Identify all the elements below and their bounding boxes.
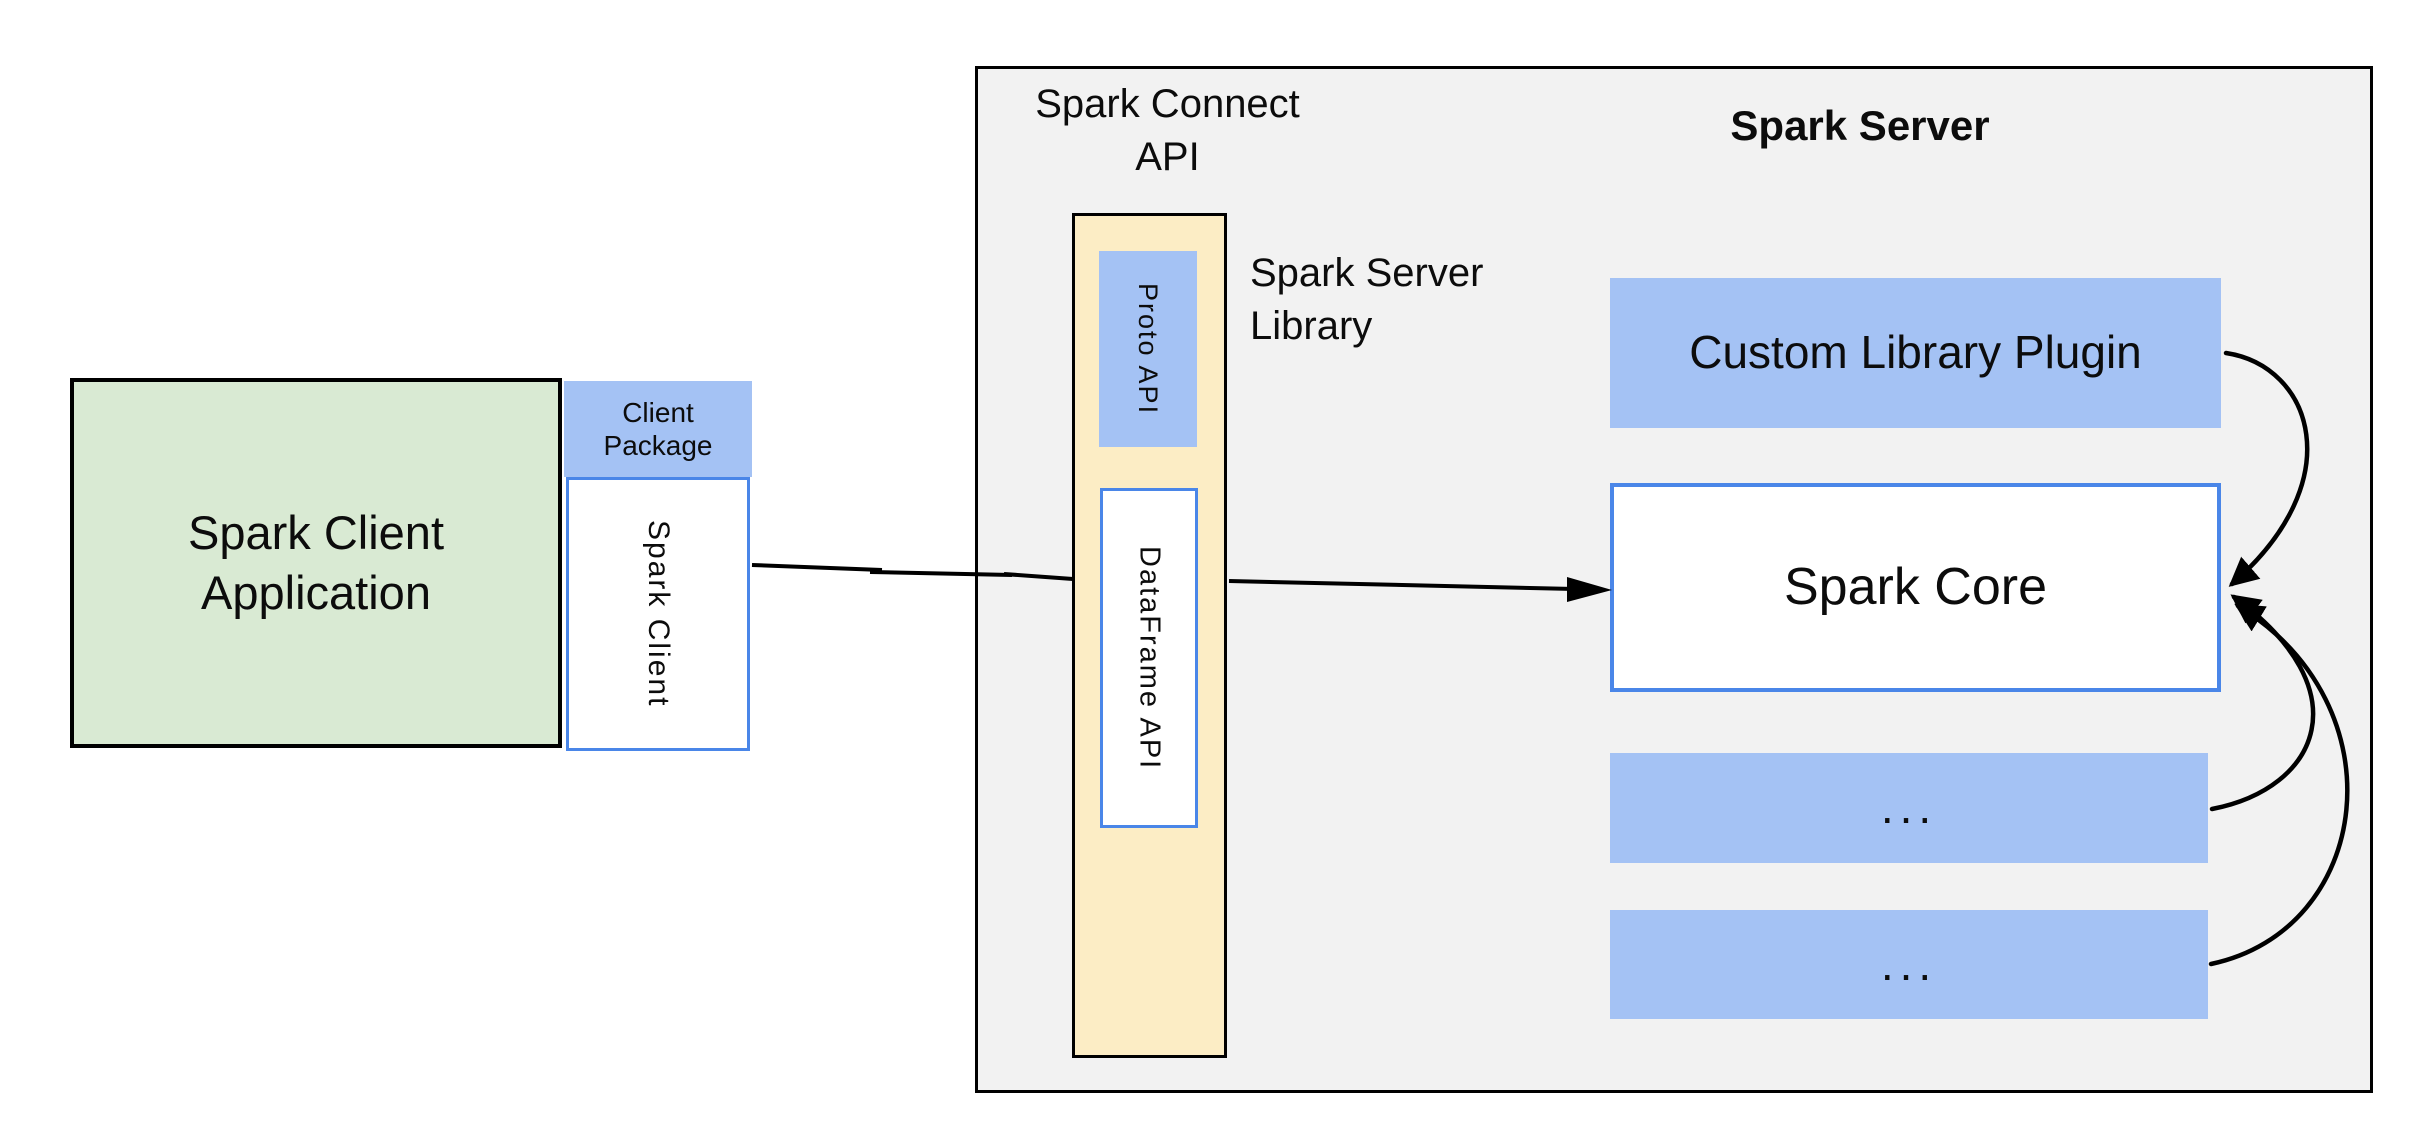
spark-server-heading: Spark Server xyxy=(1660,102,2060,150)
spark-client-label: Spark Client xyxy=(642,520,675,708)
dataframe-api-box: DataFrame API xyxy=(1100,488,1198,828)
spark-server-library-label: Spark Server Library xyxy=(1250,247,1483,353)
proto-api-label: Proto API xyxy=(1133,282,1164,416)
spark-connect-api-heading: Spark Connect API xyxy=(1000,78,1335,184)
spark-core-label: Spark Core xyxy=(1784,558,2047,617)
client-package-box: Client Package xyxy=(564,381,752,477)
plugin-slot-2-label: ... xyxy=(1880,937,1938,990)
plugin-slot-1-label: ... xyxy=(1880,781,1938,834)
plugin-slot-1-box: ... xyxy=(1610,753,2208,863)
spark-server-library-label-line1: Spark Server xyxy=(1250,251,1484,295)
spark-server-library-label-line2: Library xyxy=(1250,304,1373,348)
spark-client-application-label-line1: Spark Client xyxy=(188,506,444,559)
plugin-slot-2-box: ... xyxy=(1610,910,2208,1019)
spark-client-box: Spark Client xyxy=(566,477,750,751)
spark-connect-api-heading-line1: Spark Connect xyxy=(1035,82,1300,126)
client-package-label-line2: Package xyxy=(603,430,713,461)
proto-api-box: Proto API xyxy=(1099,251,1197,447)
custom-library-plugin-box: Custom Library Plugin xyxy=(1610,278,2221,428)
spark-server-heading-text: Spark Server xyxy=(1730,102,1990,149)
spark-client-application-box: Spark Client Application xyxy=(70,378,562,748)
spark-connect-api-heading-line2: API xyxy=(1135,135,1200,179)
spark-client-application-label-line2: Application xyxy=(201,566,431,619)
spark-core-box: Spark Core xyxy=(1610,483,2221,692)
dataframe-api-label: DataFrame API xyxy=(1133,545,1166,771)
custom-library-plugin-label: Custom Library Plugin xyxy=(1689,326,2142,379)
client-package-label-line1: Client xyxy=(622,397,694,428)
